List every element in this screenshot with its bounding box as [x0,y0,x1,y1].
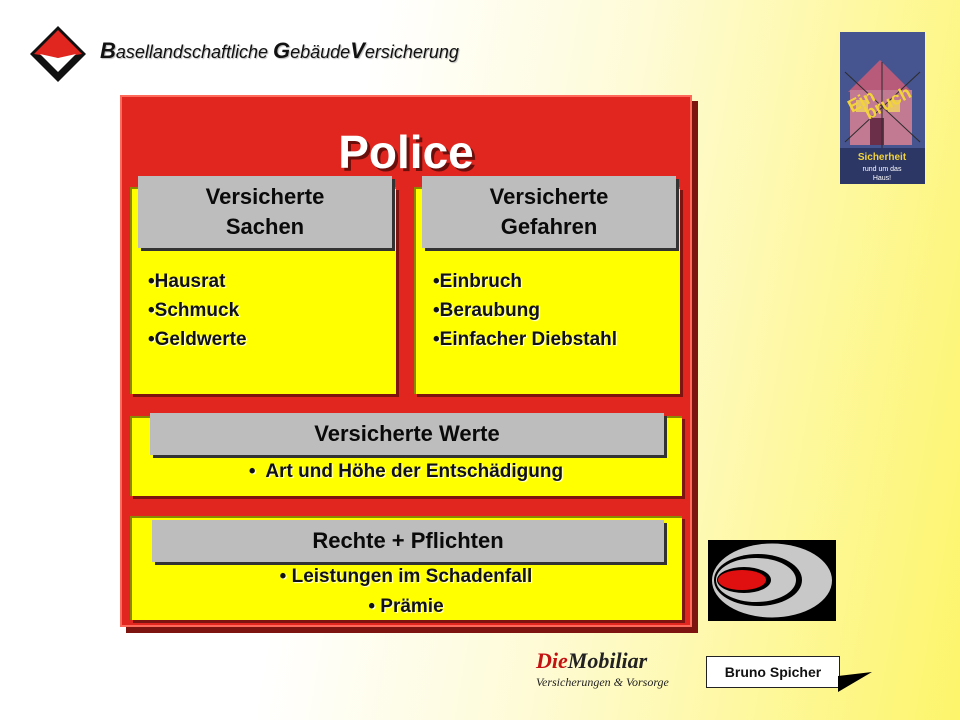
mobiliar-subtitle: Versicherungen & Vorsorge [536,675,669,689]
sachen-header: Versicherte Sachen [138,176,392,248]
rechte-item-1-text: Leistungen im Schadenfall [291,566,533,587]
list-item: Schmuck [148,296,247,325]
rechte-item-2-text: Prämie [380,596,444,617]
gefahren-header-line1: Versicherte [489,184,609,209]
company-cap-1: B [100,38,116,63]
list-item: Beraubung [433,296,617,325]
rechte-header: Rechte + Pflichten [152,520,664,562]
sachen-header-line1: Versicherte [205,184,325,209]
rechte-item-1: • Leistungen im Schadenfall [279,566,533,587]
company-rest-3: ersicherung [364,42,459,62]
werte-item-text: Art und Höhe der Entschädigung [265,461,564,482]
gefahren-header-line2: Gefahren [500,214,598,239]
sachen-list: Hausrat Schmuck Geldwerte [148,267,247,354]
company-cap-2: G [273,38,291,63]
mobiliar-brand: DieMobiliar [536,648,669,674]
poster-caption: Sicherheit [858,152,907,163]
mobiliar-brand-die: Die [536,648,568,673]
nested-ellipses-icon [708,540,836,621]
werte-item: • Art und Höhe der Entschädigung [248,461,564,482]
rechte-item-2: • Prämie [368,596,444,617]
company-name: Basellandschaftliche GebäudeVersicherung [100,38,459,64]
author-label: Bruno Spicher [706,656,840,688]
list-item: Hausrat [148,267,247,296]
list-item: Einbruch [433,267,617,296]
gefahren-header: Versicherte Gefahren [422,176,676,248]
mobiliar-brand-mobiliar: Mobiliar [567,648,648,673]
list-item: Geldwerte [148,325,247,354]
company-rest-1: asellandschaftliche [115,42,273,62]
mobiliar-logo: DieMobiliar Versicherungen & Vorsorge [536,648,669,690]
poster-subcaption-2: Haus! [873,175,891,182]
werte-header: Versicherte Werte [150,413,664,455]
poster-subcaption-1: rund um das [863,166,902,173]
company-rest-2: ebäude [290,42,351,62]
police-title: Police [338,126,474,178]
logo-diamond-icon [30,26,86,82]
einbruch-poster: Ein bruch Sicherheit rund um das Haus! [840,32,925,184]
sachen-header-line2: Sachen [225,214,305,239]
list-item: Einfacher Diebstahl [433,325,617,354]
gefahren-list: Einbruch Beraubung Einfacher Diebstahl [433,267,617,354]
company-cap-3: V [350,38,365,63]
arrow-icon [838,672,872,692]
